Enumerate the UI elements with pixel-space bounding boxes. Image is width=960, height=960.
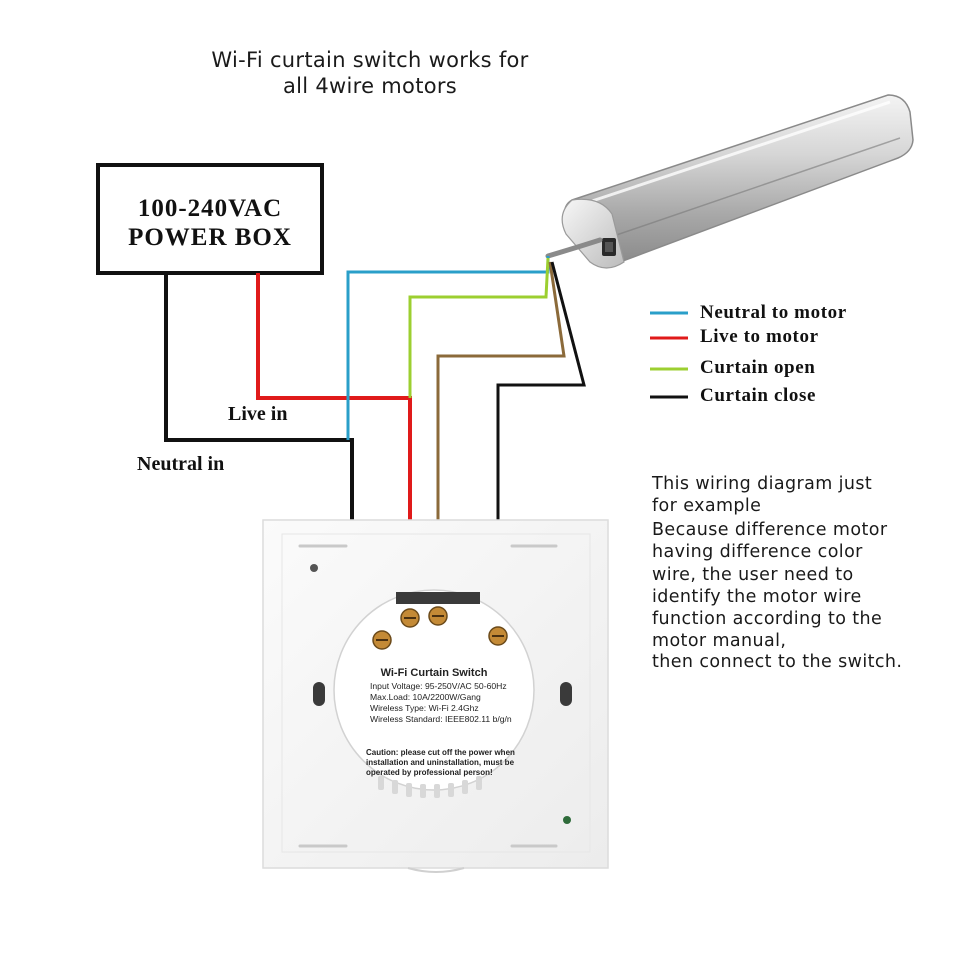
note-line: identify the motor wire <box>652 587 862 607</box>
wiring <box>164 256 586 638</box>
curtain-motor <box>545 94 914 269</box>
legend-label-curtain-close: Curtain close <box>700 385 816 406</box>
switch-spec-line: Wireless Type: Wi-Fi 2.4Ghz <box>370 703 479 713</box>
switch-spec-line: Input Voltage: 95-250V/AC 50-60Hz <box>370 681 507 691</box>
wiring-note: This wiring diagram just for example Bec… <box>651 474 902 672</box>
legend-label-neutral-to-motor: Neutral to motor <box>700 302 847 323</box>
switch-caution-line: Caution: please cut off the power when <box>366 748 515 757</box>
diagram-title: Wi-Fi curtain switch works for all 4wire… <box>211 48 528 98</box>
note-line: wire, the user need to <box>652 565 854 585</box>
note-line: then connect to the switch. <box>652 652 902 672</box>
switch-back-plate: Wi-Fi Curtain Switch Input Voltage: 95-2… <box>262 519 609 873</box>
switch-spec-line: Max.Load: 10A/2200W/Gang <box>370 692 481 702</box>
wire-curtain-close <box>496 261 586 633</box>
note-line: motor manual, <box>652 631 786 651</box>
title-line-2: all 4wire motors <box>283 74 457 98</box>
switch-title: Wi-Fi Curtain Switch <box>381 667 488 679</box>
power-box-line-1: 100-240VAC <box>138 195 282 222</box>
wire-neutral-to-motor <box>346 256 550 440</box>
wire-live-to-motor <box>408 257 550 398</box>
note-line: for example <box>652 496 761 516</box>
legend: Neutral to motor Live to motor Curtain o… <box>650 302 847 406</box>
switch-caution-line: operated by professional person! <box>366 768 493 777</box>
label-neutral-in: Neutral in <box>137 453 224 475</box>
note-line: This wiring diagram just <box>651 474 872 494</box>
note-line: function according to the <box>652 609 882 629</box>
switch-caution-line: installation and uninstallation, must be <box>366 758 515 767</box>
switch-terminals <box>372 592 508 650</box>
label-live-in: Live in <box>228 403 287 425</box>
legend-label-curtain-open: Curtain open <box>700 357 815 378</box>
note-line: Because difference motor <box>652 520 888 540</box>
switch-spec-label: Wi-Fi Curtain Switch Input Voltage: 95-2… <box>366 667 515 777</box>
wire-curtain-open <box>436 261 566 612</box>
title-line-1: Wi-Fi curtain switch works for <box>211 48 528 72</box>
note-line: having difference color <box>652 542 863 562</box>
wire-live-in <box>256 273 412 618</box>
legend-label-live-to-motor: Live to motor <box>700 326 819 347</box>
power-box-line-2: POWER BOX <box>128 224 292 251</box>
power-box: 100-240VAC POWER BOX <box>96 163 324 275</box>
switch-spec-line: Wireless Standard: IEEE802.11 b/g/n <box>370 714 512 724</box>
